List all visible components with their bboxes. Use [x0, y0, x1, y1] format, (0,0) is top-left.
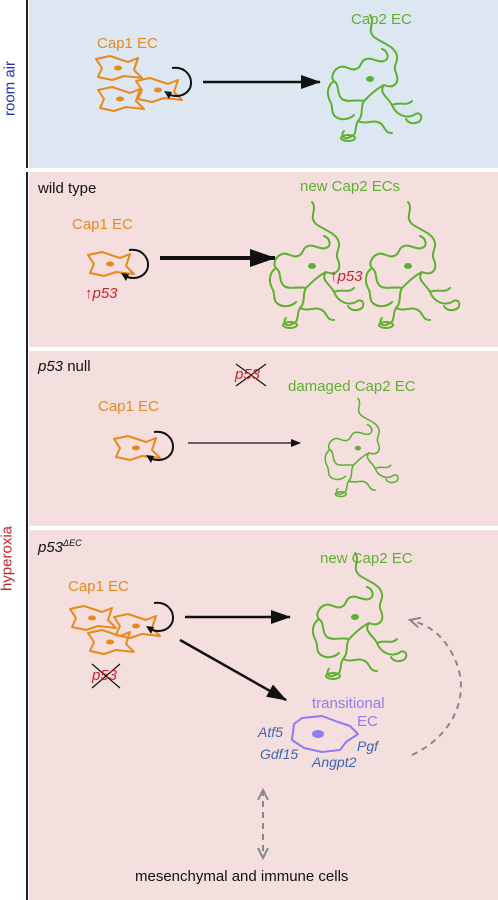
gene-angpt2: Angpt2 — [312, 754, 357, 770]
p53-dec-crossed-label: p53 — [92, 667, 118, 684]
p53-dec-cross — [91, 663, 121, 689]
transitional-label-2: EC — [357, 713, 378, 730]
room-air-cap1-cluster — [95, 55, 193, 112]
transitional-label-1: transitional — [312, 695, 385, 712]
gene-gdf15: Gdf15 — [260, 746, 299, 762]
room-air-cap2-cell — [326, 14, 423, 142]
p53-dec-title-gene: p53 — [38, 539, 64, 556]
p53-null-cap2-label: damaged Cap2 EC — [288, 378, 416, 395]
p53-null-panel — [29, 351, 498, 526]
room-air-cap1-label: Cap1 EC — [97, 35, 158, 52]
p53-dec-cap2-label: new Cap2 EC — [320, 550, 413, 567]
p53-null-title: p53 null — [38, 358, 91, 375]
p53-null-crossed-label: p53 — [235, 366, 261, 383]
wild-type-cap1 — [87, 248, 150, 282]
p53-dec-cap1-cluster — [69, 601, 175, 655]
p53-dec-arrow-transitional — [179, 638, 287, 702]
wild-type-p53-up-left: ↑p53 — [85, 285, 118, 302]
p53-dec-cap1-label: Cap1 EC — [68, 578, 129, 595]
bottom-label: mesenchymal and immune cells — [135, 868, 349, 885]
wild-type-cap1-label: Cap1 EC — [72, 216, 133, 233]
wild-type-cap2-label: new Cap2 ECs — [300, 178, 401, 195]
p53-null-cap2-cell — [324, 397, 399, 498]
p53-dec-title-sup: ΔEC — [63, 538, 82, 548]
wild-type-title: wild type — [38, 180, 97, 197]
p53-null-cross — [235, 363, 267, 387]
p53-null-title-gene: p53 — [38, 358, 64, 375]
room-air-cap2-label: Cap2 EC — [351, 11, 412, 28]
wild-type-p53-up-right: ↑p53 — [330, 268, 363, 285]
room-air-panel — [29, 0, 498, 168]
gene-pgf: Pgf — [357, 738, 379, 754]
p53-null-title-rest: null — [63, 358, 91, 375]
p53-null-cap1-label: Cap1 EC — [98, 398, 159, 415]
p53-dec-cap2-cell — [311, 552, 408, 680]
dashed-return-arrow — [410, 620, 462, 756]
gene-atf5: Atf5 — [258, 724, 283, 740]
transitional-ec-cell — [291, 715, 359, 753]
p53-null-cap1 — [113, 430, 175, 464]
wild-type-cap2-cell-1 — [268, 201, 365, 329]
wild-type-cap2-cell-2 — [364, 201, 461, 329]
p53-dec-title: p53ΔEC — [38, 538, 82, 556]
